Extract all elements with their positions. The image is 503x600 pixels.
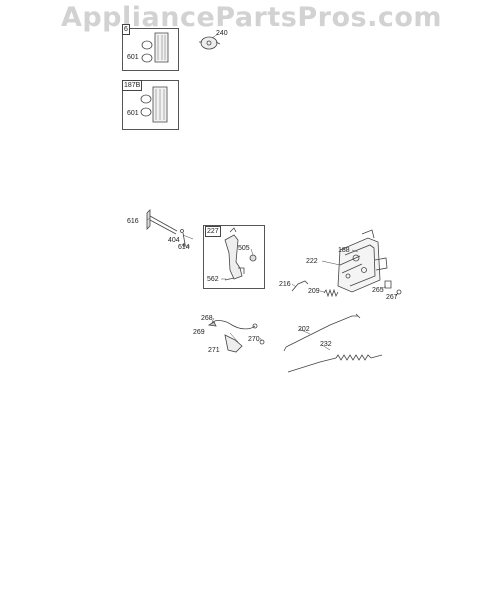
callout-265: 265 xyxy=(372,287,384,294)
callout-601-top: 601 xyxy=(127,54,139,61)
part-240-knob xyxy=(199,36,221,50)
callout-232: 232 xyxy=(320,341,332,348)
callout-202: 202 xyxy=(298,326,310,333)
callout-222: 222 xyxy=(306,258,318,265)
part-209-spring xyxy=(323,288,339,298)
part-265-267 xyxy=(384,280,402,295)
callout-601-lower: 601 xyxy=(127,110,139,117)
part-269-cable xyxy=(207,320,265,353)
callout-188: 188 xyxy=(338,247,350,254)
kit-box-lower xyxy=(122,80,179,130)
kit-box-227 xyxy=(203,225,265,289)
callout-505: 505 xyxy=(238,245,250,252)
part-202-rod xyxy=(283,313,361,352)
callout-270: 270 xyxy=(248,336,260,343)
callout-562: 562 xyxy=(207,276,219,283)
part-227-lever xyxy=(224,227,257,281)
part-188-bracket-assembly xyxy=(337,229,388,293)
callout-216: 216 xyxy=(279,281,291,288)
callout-268: 268 xyxy=(201,315,213,322)
leader-lines xyxy=(146,33,399,351)
part-616-rod xyxy=(146,209,186,247)
kit-box-top xyxy=(122,28,179,71)
kit-box-lower-title: 187B xyxy=(122,80,143,91)
callout-240: 240 xyxy=(216,30,228,37)
callout-271: 271 xyxy=(208,347,220,354)
callout-404: 404 xyxy=(168,237,180,244)
hose-part-top xyxy=(141,32,169,63)
hose-part-lower xyxy=(140,86,168,123)
kit-box-top-title: 6 xyxy=(122,24,130,35)
callout-614: 614 xyxy=(178,244,190,251)
callout-269: 269 xyxy=(193,329,205,336)
callout-209: 209 xyxy=(308,288,320,295)
part-232-spring xyxy=(287,354,383,373)
part-216-link xyxy=(291,280,309,292)
callout-227: 227 xyxy=(205,226,221,237)
callout-616: 616 xyxy=(127,218,139,225)
callout-267: 267 xyxy=(386,294,398,301)
